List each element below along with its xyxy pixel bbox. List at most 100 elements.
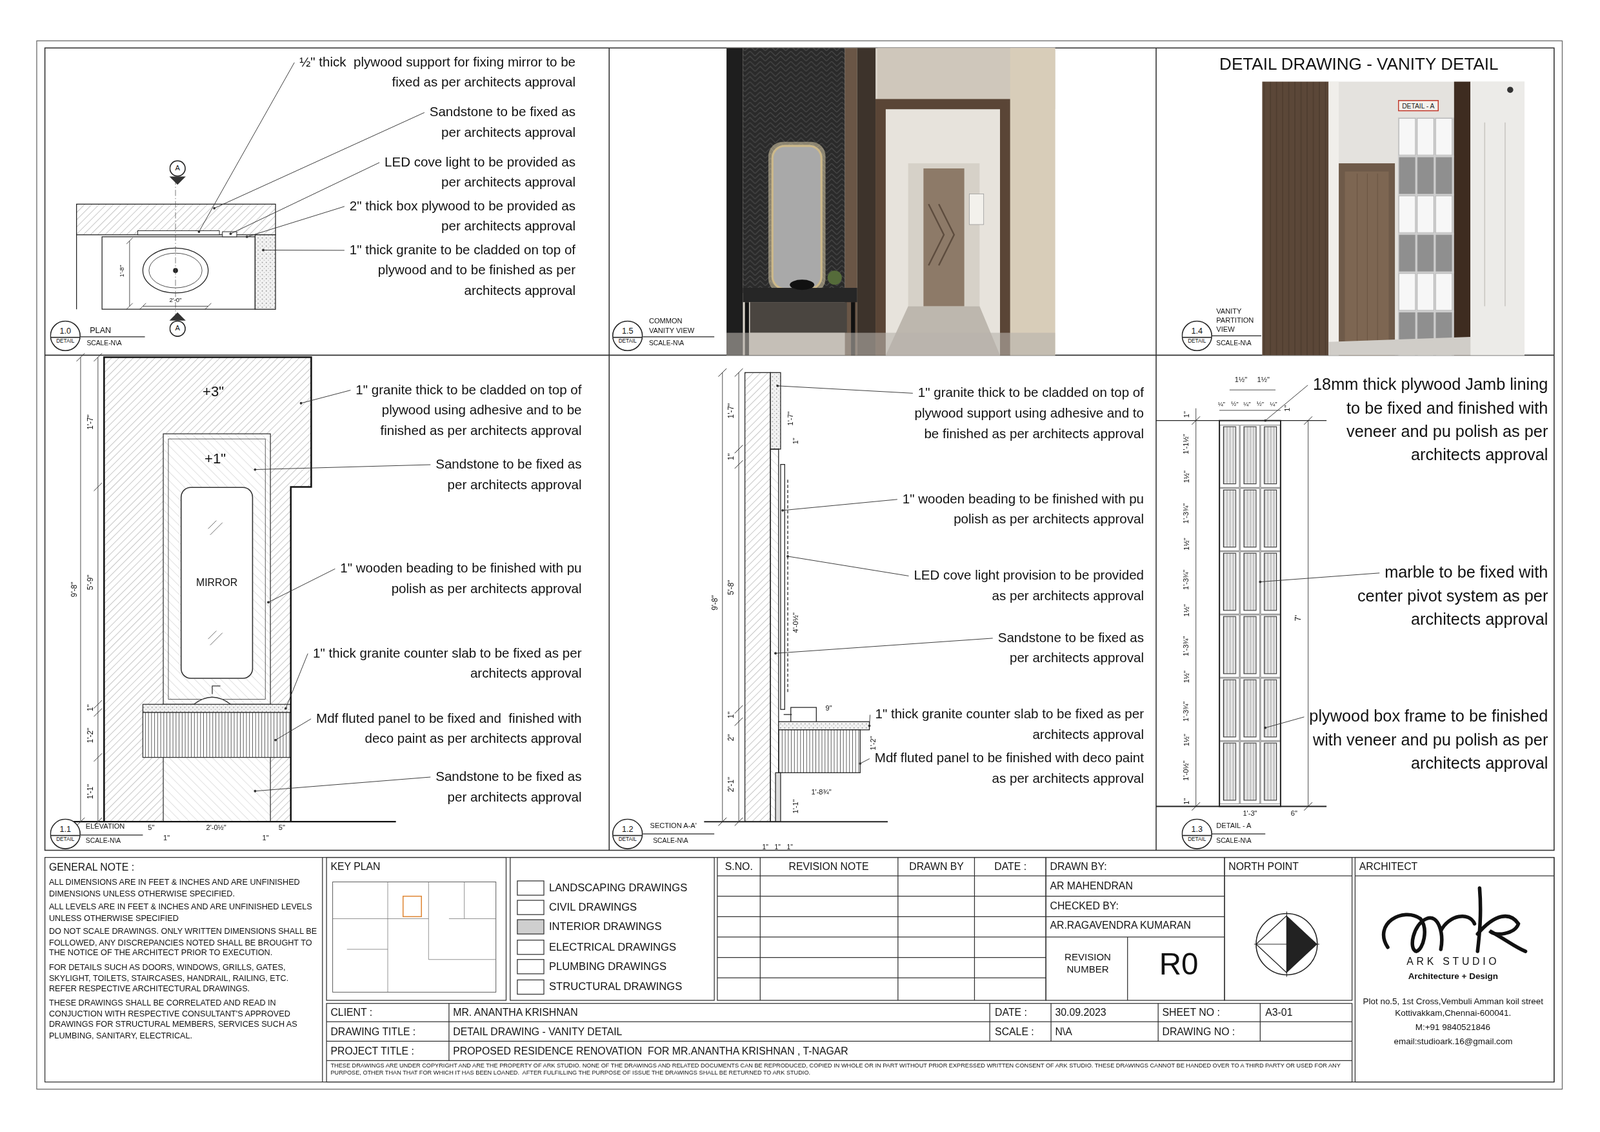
drawing-part — [45, 47, 1555, 850]
node-label: A — [174, 324, 180, 333]
drawing-part — [140, 303, 212, 310]
drawing-part — [103, 357, 291, 822]
node-sublabel: DETAIL — [1187, 338, 1206, 346]
node-label: 1.5 — [613, 326, 642, 338]
drawing-part — [789, 279, 815, 290]
dimension-text: 2'-0" — [169, 296, 182, 304]
leader-line — [775, 638, 993, 653]
title-block-grid — [45, 857, 1555, 1082]
view-name: PLAN — [89, 325, 111, 335]
drawing-part — [1354, 874, 1554, 876]
drawing-part — [772, 145, 822, 289]
view-name: COMMON — [649, 317, 683, 326]
node-sublabel: DETAIL — [56, 835, 75, 843]
dimension-text: 1" — [163, 833, 170, 842]
dimension-text: 1½" — [1257, 375, 1270, 384]
drawing-part — [1454, 81, 1471, 356]
drawing-part — [1045, 875, 1225, 1000]
drawing-part — [222, 231, 237, 237]
dimension-text: 1" — [725, 452, 735, 460]
dimension-text: 1" — [1182, 798, 1191, 805]
dimension-text: 1'-3" — [1242, 809, 1257, 818]
title-block-text: AR.RAGAVENDRA KUMARAN — [1050, 919, 1192, 932]
drawing-part — [787, 479, 788, 694]
leader-dot — [212, 207, 216, 210]
title-block-text: PROPOSED RESIDENCE RENOVATION FOR MR.ANA… — [452, 1045, 849, 1058]
drawing-part — [857, 47, 876, 355]
leader-line — [1265, 385, 1308, 421]
drawing-part — [1045, 857, 1225, 1000]
drawing-part — [778, 721, 870, 730]
view-name: VANITY VIEW — [649, 326, 695, 335]
detail-tag: 1.5DETAIL — [612, 320, 643, 351]
node-sublabel: DETAIL — [618, 835, 637, 843]
drawing-part — [1256, 915, 1287, 973]
dimension-text: 1½" — [1182, 733, 1191, 746]
tag-underlines — [80, 335, 1266, 835]
title-block-text: M:+91 9840521846 — [1415, 1021, 1491, 1033]
title-block-text: SCALE : — [994, 1025, 1035, 1039]
drawing-part — [212, 685, 221, 695]
title-block-text: ARK STUDIO — [1406, 954, 1500, 968]
drawing-part — [290, 357, 312, 488]
key-plan-drawing — [332, 881, 497, 993]
leader-line — [1265, 716, 1304, 728]
drawing-part — [770, 449, 779, 822]
title-block-text: STRUCTURAL DRAWINGS — [549, 979, 682, 993]
drawing-part — [45, 857, 1555, 1082]
dimension-text: 2'-1" — [725, 776, 735, 792]
leader-line — [869, 714, 871, 726]
callout-note: 1" granite thick to be cladded on top of… — [898, 382, 1144, 444]
leader-line — [777, 385, 913, 393]
drawing-part — [142, 703, 291, 713]
title-block-text: REVISION NUMBER — [1050, 950, 1126, 976]
dimension-text: 1" — [1182, 410, 1191, 418]
vanity-render — [726, 47, 1055, 355]
node-sublabel: DETAIL — [1187, 835, 1206, 843]
drawing-part — [517, 979, 544, 994]
leader-dot — [300, 401, 303, 405]
title-block-text: DATE : — [994, 1005, 1028, 1019]
drawing-part — [742, 287, 857, 302]
drawing-part — [169, 312, 186, 321]
title-block-text: NORTH POINT — [1228, 860, 1299, 873]
leader-dot — [1258, 580, 1262, 584]
dimension-text: 1'-3¾" — [1182, 701, 1191, 722]
dimension-text: 9" — [825, 703, 833, 713]
sheet-title: DETAIL DRAWING - VANITY DETAIL — [1219, 52, 1499, 74]
drawing-part — [875, 98, 1011, 355]
drawing-part — [101, 236, 255, 310]
leader-line — [860, 758, 870, 764]
drawing-part — [908, 163, 980, 306]
dimension-text: 1½" — [1182, 670, 1191, 683]
dimension-text: 1½" — [1182, 537, 1191, 550]
drawing-part — [726, 47, 743, 355]
title-block-text: DRAWING TITLE : — [330, 1025, 416, 1039]
leader-line — [263, 249, 345, 251]
dimension-text: 1'-7" — [725, 402, 735, 419]
dimension-text: 1½" — [1182, 470, 1191, 483]
dimension-text: 1½" — [1182, 603, 1191, 617]
leader-line — [301, 390, 351, 404]
dimension-text: 1'-8¾" — [810, 787, 831, 797]
general-note: ALL DIMENSIONS ARE IN FEET & INCHES AND … — [49, 877, 319, 899]
callout-note: ½" thick plywood support for fixing mirr… — [284, 52, 576, 93]
dimension-text: 6" — [1290, 809, 1298, 818]
title-block-text: R0 — [1159, 947, 1199, 981]
detail-callout-box: DETAIL - A — [1398, 100, 1439, 111]
drawing-part — [76, 203, 276, 235]
callout-note: 1" thick granite counter slab to be fixe… — [868, 703, 1144, 745]
drawing-part — [80, 357, 99, 822]
general-note: ALL LEVELS ARE IN FEET & INCHES AND ARE … — [49, 901, 319, 924]
drawing-part — [169, 176, 186, 186]
dimension-text: 1'-3¾" — [1182, 569, 1191, 590]
title-block-text: KEY PLAN — [330, 860, 380, 873]
drawing-part — [1507, 86, 1513, 93]
title-block-text: email:studioark.16@gmail.com — [1394, 1035, 1513, 1047]
dimension-text: 1'-3¾" — [1182, 503, 1191, 524]
leader-line — [268, 568, 335, 602]
drawing-part — [126, 238, 133, 310]
dimension-text: 1" — [761, 842, 768, 850]
